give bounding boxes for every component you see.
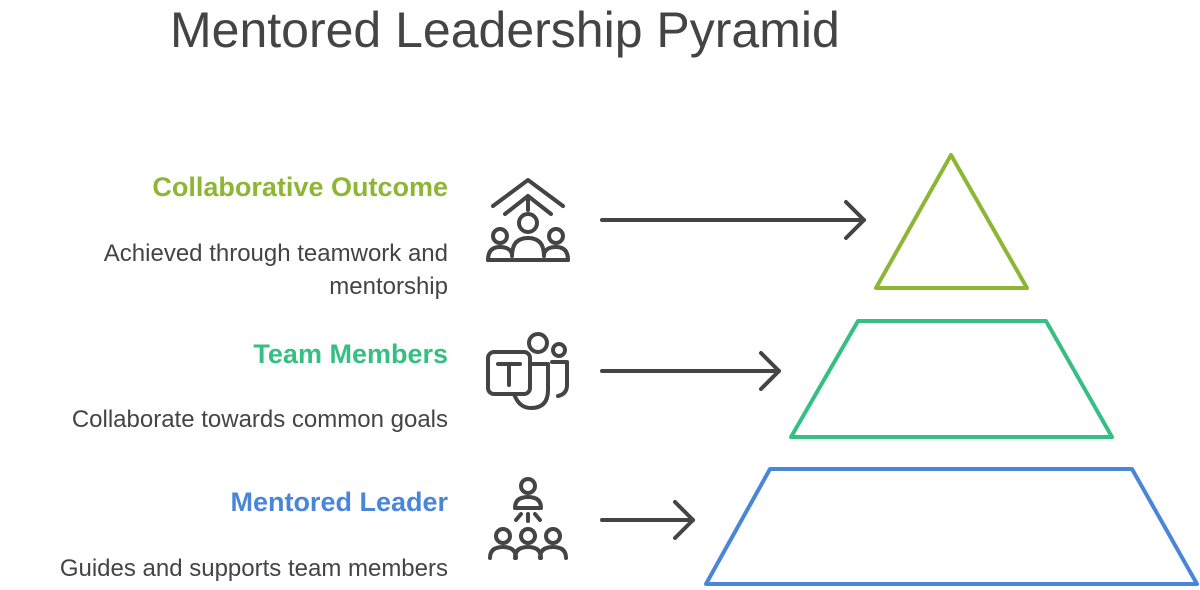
level-heading-team-members: Team Members xyxy=(253,339,448,369)
arrow-to-team-members xyxy=(600,351,781,391)
leader-team-icon xyxy=(488,477,568,560)
pyramid-tier-top xyxy=(874,153,1029,290)
arrow-to-mentored-leader xyxy=(600,500,695,540)
level-heading-collaborative-outcome: Collaborative Outcome xyxy=(152,172,448,202)
pyramid-tier-middle xyxy=(789,319,1114,439)
arrow-to-collaborative-outcome xyxy=(600,200,866,240)
teams-icon xyxy=(486,332,569,410)
pyramid-tier-bottom xyxy=(704,467,1199,586)
level-description-team-members: Collaborate towards common goals xyxy=(71,406,448,433)
level-description-collaborative-outcome: Achieved through teamwork and mentorship xyxy=(103,240,448,300)
page-title: Mentored Leadership Pyramid xyxy=(170,2,840,58)
level-description-mentored-leader: Guides and supports team members xyxy=(59,555,448,582)
level-heading-mentored-leader: Mentored Leader xyxy=(230,487,448,517)
rising-team-icon xyxy=(486,178,570,262)
